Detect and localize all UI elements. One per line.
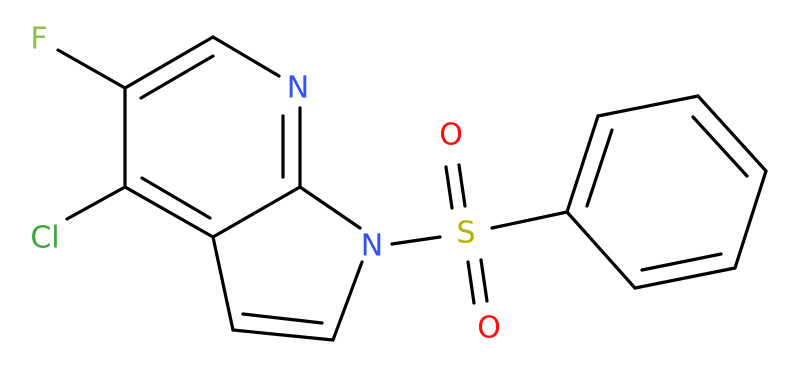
bond-c3-c3a (211, 235, 235, 332)
bond-c6-n7 (211, 35, 281, 78)
bond-c3a-c4-inner (140, 176, 212, 220)
atom-labels: F Cl N N S O O (30, 22, 500, 346)
bond-c7a-n1 (298, 185, 362, 230)
atom-label-pyrrole-nitrogen: N (361, 229, 383, 264)
bond-ph6-ph1 (565, 210, 637, 290)
atom-label-oxygen-bottom: O (477, 311, 501, 346)
bond-c5-c6 (123, 35, 215, 90)
bond-ph1-ph2 (565, 114, 600, 214)
bond-c5-c6-inner (139, 54, 215, 100)
bond-c3a-c4 (123, 185, 215, 239)
bond-n1-s (390, 235, 442, 246)
bond-s-o2-b (479, 258, 489, 303)
bond-c4-cl (65, 185, 127, 221)
bond-ph3-ph4-inner (691, 115, 749, 178)
bond-c2-c3 (231, 328, 335, 342)
bonds (56, 35, 768, 342)
atom-label-fluorine: F (30, 22, 47, 57)
bond-ph1-ph2-inner (585, 128, 614, 208)
bond-s-o1-a (444, 165, 454, 210)
atom-label-sulfur: S (456, 216, 475, 251)
bond-c5-f (56, 48, 127, 90)
atom-label-oxygen-top: O (439, 118, 463, 153)
atom-label-pyridine-nitrogen: N (287, 71, 309, 106)
bond-n1-c2 (331, 260, 364, 342)
bond-ph4-ph5 (733, 169, 768, 270)
bond-ph5-ph6 (633, 266, 737, 290)
bond-s-ph (490, 210, 569, 230)
bond-ph3-ph4 (696, 94, 768, 173)
bond-c2-c3-inner (241, 312, 324, 325)
bond-ph5-ph6-inner (640, 252, 723, 272)
atom-label-chlorine: Cl (30, 221, 59, 256)
bond-s-o1-b (457, 163, 467, 208)
bond-ph2-ph3 (596, 94, 700, 118)
bond-s-o2-a (466, 260, 476, 305)
bond-c7a-c3a (211, 185, 302, 239)
